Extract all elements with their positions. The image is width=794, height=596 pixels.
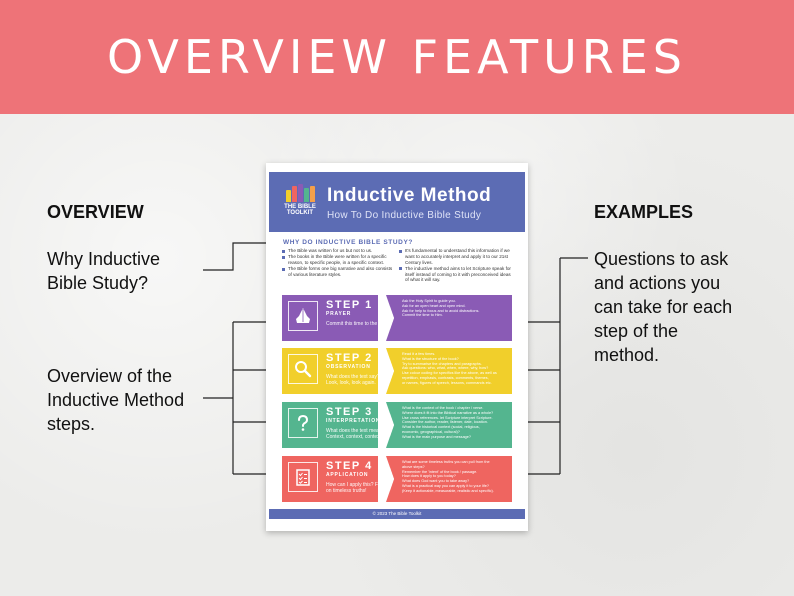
step-action: above steps? <box>402 464 425 469</box>
step-action: What is the context of the book / chapte… <box>402 406 484 410</box>
step-actions-list: Read it a few times. What is the structu… <box>402 352 508 386</box>
step-action: repetition, emphasis, contrasts, comment… <box>402 375 489 380</box>
step-observation: STEP 2 OBSERVATION What does the text sa… <box>282 348 512 394</box>
step-action: Remember the 'intent' of the book / pass… <box>402 469 478 474</box>
overview-heading: OVERVIEW <box>47 202 144 222</box>
step-label: STEP 2 <box>326 352 373 364</box>
overview-item-steps-line: Inductive Method <box>47 390 185 410</box>
step-action: What is a practical way you can apply it… <box>402 483 489 488</box>
step-action: Ask for help to focus and to avoid distr… <box>402 308 480 313</box>
step-label: STEP 1 <box>326 299 373 311</box>
bible-toolkit-logo: THE BIBLE TOOLKIT <box>283 184 317 222</box>
checklist-icon <box>288 462 318 492</box>
question-mark-icon <box>288 408 318 438</box>
step-action: Try to summarise the chapters and paragr… <box>402 361 482 366</box>
step-action: Read it a few times. <box>402 352 436 356</box>
why-bullet: The Bible forms one big narrative and al… <box>282 266 394 278</box>
step-question: What does the text say? Look, look, look… <box>326 374 380 387</box>
step-action: or names, figures of speech, lessons, co… <box>402 380 492 385</box>
overview-item-why-line: Why Inductive <box>47 249 161 269</box>
step-actions-list: What is the context of the book / chapte… <box>402 406 508 440</box>
step-prayer: STEP 1 PRAYER Commit this time to the Lo… <box>282 295 512 341</box>
step-observation-panel: STEP 2 OBSERVATION What does the text sa… <box>282 348 390 394</box>
chevron-right-icon <box>378 456 394 502</box>
step-label: STEP 4 <box>326 460 373 472</box>
step-prayer-actions-panel: Ask the Holy Spirit to guide you. Ask fo… <box>386 295 512 341</box>
step-application: STEP 4 APPLICATION How can I apply this?… <box>282 456 512 502</box>
step-question: How can I apply this? Focus on timeless … <box>326 482 389 495</box>
praying-hands-icon <box>288 301 318 331</box>
step-subtitle: INTERPRETATION <box>326 418 381 424</box>
why-bullet: The books in the Bible were written for … <box>282 254 394 266</box>
banner-title: OVERVIEW FEATURES <box>107 30 687 84</box>
chevron-right-icon <box>378 402 394 448</box>
poster-footer: © 2023 The Bible Toolkit <box>269 509 525 519</box>
why-bullet: The Bible was written for us but not to … <box>282 248 394 254</box>
examples-line: and actions you <box>594 273 721 293</box>
step-action: Use colour coding for specifics like the… <box>402 371 497 376</box>
examples-description: Questions to ask and actions you can tak… <box>594 247 732 367</box>
logo-text: THE BIBLE TOOLKIT <box>283 204 317 216</box>
poster-preview: THE BIBLE TOOLKIT Inductive Method How T… <box>266 163 528 531</box>
step-action: What is the historical context (social, … <box>402 425 480 430</box>
step-question: Commit this time to the Lord. <box>326 321 390 327</box>
step-interpretation-panel: STEP 3 INTERPRETATION What does the text… <box>282 402 390 448</box>
bible-books-logo-icon <box>283 184 317 202</box>
step-subtitle: PRAYER <box>326 311 352 317</box>
poster-subtitle: How To Do Inductive Bible Study <box>327 210 482 221</box>
step-action: (Keep it actionable, measurable, realist… <box>402 488 494 493</box>
step-action: Where does it fit into the Biblical narr… <box>402 410 494 415</box>
step-prayer-panel: STEP 1 PRAYER Commit this time to the Lo… <box>282 295 390 341</box>
step-application-actions-panel: What are some timeless truths you can pu… <box>386 456 512 502</box>
overview-item-why-line: Bible Study? <box>47 273 149 293</box>
overview-item-why: Why Inductive Bible Study? <box>47 247 160 295</box>
examples-line: Questions to ask <box>594 249 729 269</box>
chevron-right-icon <box>378 295 394 341</box>
step-action: Use cross references. let Scripture inte… <box>402 415 493 420</box>
step-action: Consider the author, reader, listener, d… <box>402 420 488 425</box>
connector-why <box>203 239 280 271</box>
step-actions-list: What are some timeless truths you can pu… <box>402 460 508 494</box>
why-section-title: WHY DO INDUCTIVE BIBLE STUDY? <box>283 239 413 246</box>
step-subtitle: APPLICATION <box>326 472 369 478</box>
step-action: Ask questions: who, what, when, where, w… <box>402 366 489 371</box>
step-subtitle: OBSERVATION <box>326 364 371 370</box>
logo-text-line: TOOLKIT <box>286 210 314 216</box>
step-action: Ask the Holy Spirit to guide you. <box>402 299 456 303</box>
chevron-right-icon <box>378 348 394 394</box>
step-action: What does God want you to take away? <box>402 479 470 484</box>
step-action: What are some timeless truths you can pu… <box>402 460 490 464</box>
step-interpretation: STEP 3 INTERPRETATION What does the text… <box>282 402 512 448</box>
examples-line: can take for each <box>594 297 733 317</box>
poster-header: THE BIBLE TOOLKIT Inductive Method How T… <box>269 172 525 232</box>
step-action: economic, geographical, cultural)? <box>402 429 460 434</box>
why-list-left: The Bible was written for us but not to … <box>282 248 394 278</box>
step-action: Commit the time to Him. <box>402 313 443 318</box>
overview-item-steps-line: steps. <box>47 414 96 434</box>
step-label: STEP 3 <box>326 406 373 418</box>
step-question: What does the text mean? Context, contex… <box>326 428 385 441</box>
step-observation-actions-panel: Read it a few times. What is the structu… <box>386 348 512 394</box>
examples-line: step of the <box>594 321 679 341</box>
step-interpretation-actions-panel: What is the context of the book / chapte… <box>386 402 512 448</box>
step-action: What is the main purpose and message? <box>402 434 472 439</box>
header-banner: OVERVIEW FEATURES <box>0 0 794 114</box>
step-application-panel: STEP 4 APPLICATION How can I apply this?… <box>282 456 390 502</box>
examples-heading: EXAMPLES <box>594 202 694 222</box>
logo-text-line: THE BIBLE <box>284 204 316 210</box>
why-bullet: The inductive method aims to let Scriptu… <box>399 266 511 283</box>
magnifying-glass-icon <box>288 354 318 384</box>
overview-item-steps: Overview of the Inductive Method steps. <box>47 364 184 436</box>
why-list-right: It's fundamental to understand this info… <box>399 248 511 284</box>
why-bullet: It's fundamental to understand this info… <box>399 248 511 265</box>
step-actions-list: Ask the Holy Spirit to guide you. Ask fo… <box>402 299 508 318</box>
poster-title: Inductive Method <box>327 185 492 206</box>
step-action: Ask for an open heart and open mind. <box>402 303 466 308</box>
examples-line: method. <box>594 345 660 365</box>
overview-item-steps-line: Overview of the <box>47 366 173 386</box>
step-action: What is the structure of the book? <box>402 356 459 361</box>
step-action: How does it apply to you today? <box>402 474 456 479</box>
